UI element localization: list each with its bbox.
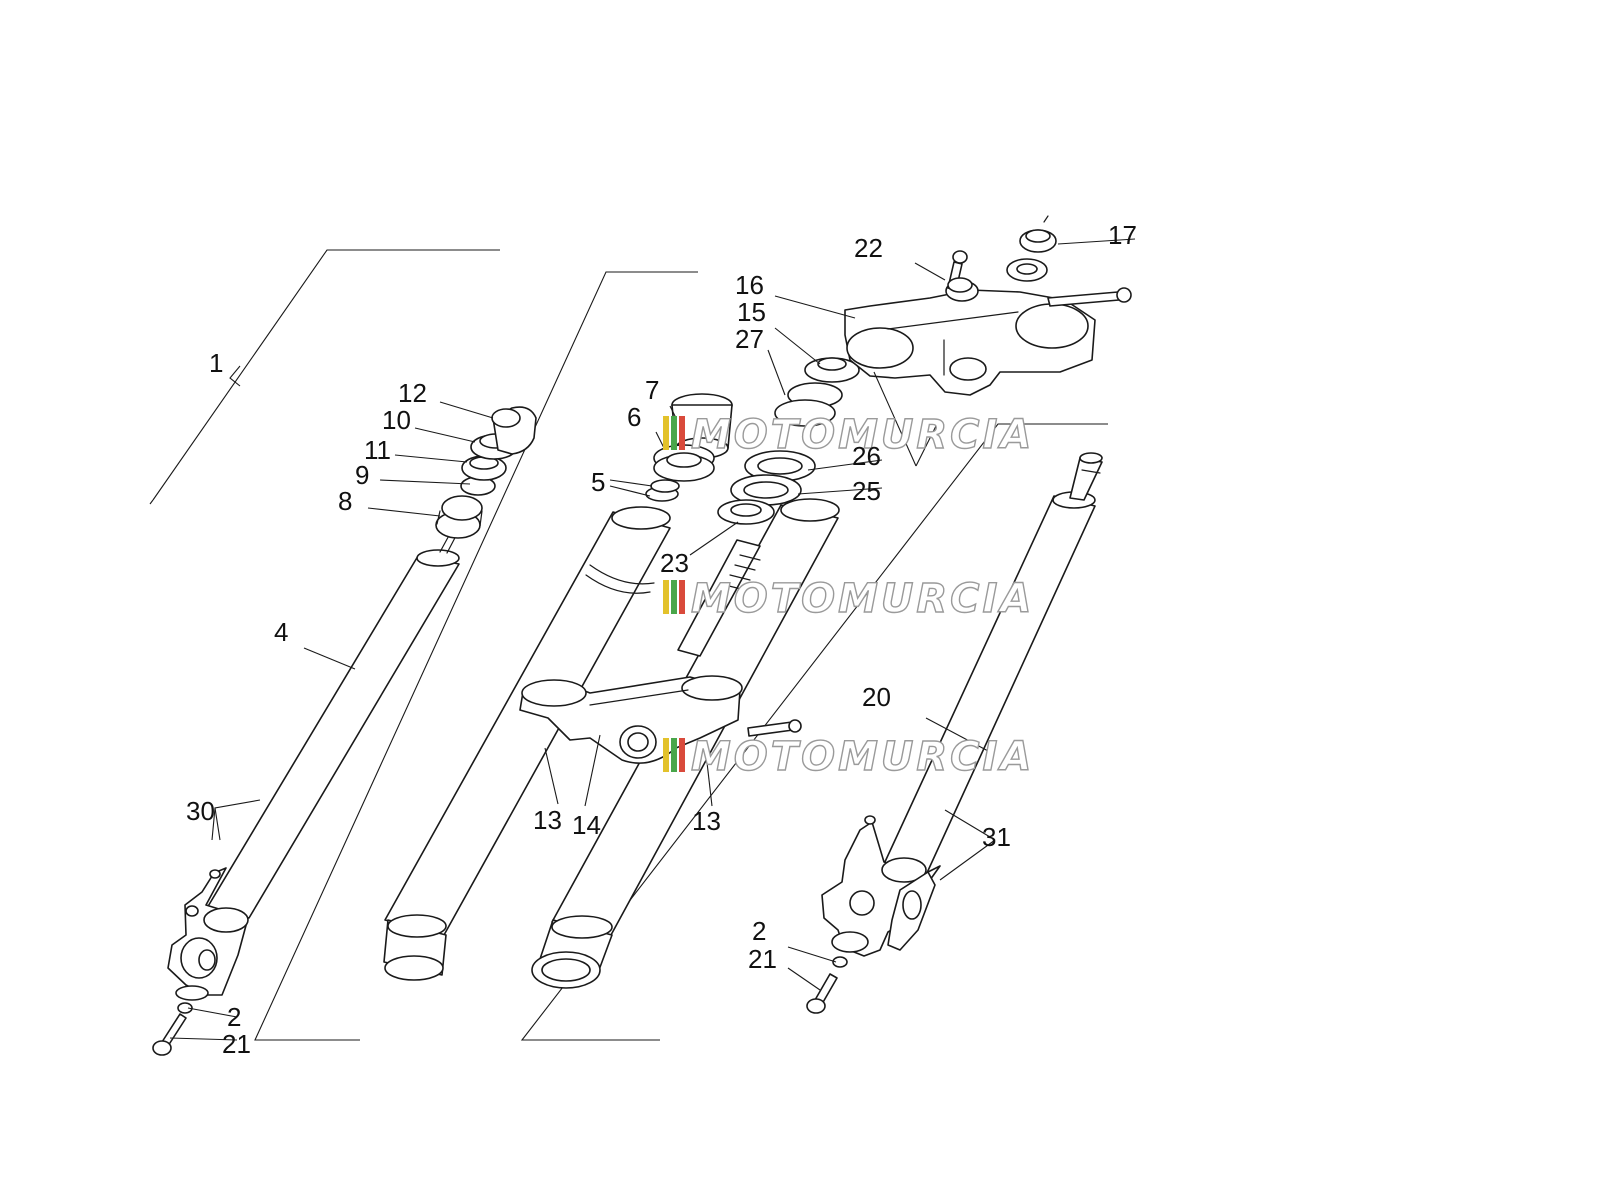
callout-1: 1 xyxy=(209,348,223,378)
watermark-text: MOTOMURCIA xyxy=(691,576,1034,622)
callout-16: 16 xyxy=(735,270,764,300)
watermark-stripe-1 xyxy=(663,738,669,772)
callout-23: 23 xyxy=(660,548,689,578)
callout-14: 14 xyxy=(572,810,601,840)
fork-tube-left xyxy=(206,529,460,919)
callout-11: 11 xyxy=(364,435,391,465)
fork-tube-right xyxy=(883,452,1103,876)
clamp-bolt-top xyxy=(1047,287,1132,307)
callout-21-right: 21 xyxy=(748,944,777,974)
fork-slider-right xyxy=(821,815,941,957)
fork-leg-center-left xyxy=(383,506,671,981)
watermark-stripe-1 xyxy=(663,416,669,450)
watermark-stripe-2 xyxy=(671,416,677,450)
bolt-lower-clamp xyxy=(747,719,802,737)
watermark-3: MOTOMURCIA xyxy=(663,733,1034,781)
callout-7: 7 xyxy=(645,375,659,405)
watermark-stripe-2 xyxy=(671,738,677,772)
callout-6: 6 xyxy=(627,402,641,432)
callout-8: 8 xyxy=(338,486,352,516)
callout-2-left: 2 xyxy=(227,1002,241,1032)
callout-20: 20 xyxy=(862,682,891,712)
watermark-stripe-1 xyxy=(663,580,669,614)
watermark-stripe-3 xyxy=(679,738,685,772)
callout-10: 10 xyxy=(382,405,411,435)
callout-labels: 1 12 10 11 9 8 4 30 2 21 7 6 5 23 13 14 … xyxy=(186,220,1137,1059)
nut-washer-17 xyxy=(1006,215,1057,282)
bolt-washer-right xyxy=(806,956,848,1014)
callout-27: 27 xyxy=(735,324,764,354)
fork-slider-left xyxy=(167,867,249,1001)
watermark-text: MOTOMURCIA xyxy=(691,734,1034,780)
callout-12: 12 xyxy=(398,378,427,408)
bolt-washer-left xyxy=(152,1002,193,1056)
group-outline-left xyxy=(149,249,500,505)
callout-5: 5 xyxy=(591,467,605,497)
watermark-stripe-2 xyxy=(671,580,677,614)
leader-lines xyxy=(169,238,1136,1041)
callout-4: 4 xyxy=(274,617,288,647)
fork-cap-stack-left xyxy=(435,406,537,539)
callout-13-left: 13 xyxy=(533,805,562,835)
callout-25: 25 xyxy=(852,476,881,506)
steering-stem-center xyxy=(677,539,761,657)
callout-22: 22 xyxy=(854,233,883,263)
group-outline-center xyxy=(254,271,698,1041)
callout-17: 17 xyxy=(1108,220,1137,250)
callout-13-right: 13 xyxy=(692,806,721,836)
callout-21-left: 21 xyxy=(222,1029,251,1059)
watermark-text: MOTOMURCIA xyxy=(691,412,1034,458)
callout-26: 26 xyxy=(852,441,881,471)
watermark-1: MOTOMURCIA xyxy=(663,411,1034,459)
callout-2-right: 2 xyxy=(752,916,766,946)
watermark-stripe-3 xyxy=(679,580,685,614)
watermark-stripe-3 xyxy=(679,416,685,450)
callout-9: 9 xyxy=(355,460,369,490)
callout-15: 15 xyxy=(737,297,766,327)
watermark-2: MOTOMURCIA xyxy=(663,575,1034,623)
callout-30: 30 xyxy=(186,796,215,826)
callout-31: 31 xyxy=(982,822,1011,852)
pinch-bolt-22 xyxy=(947,250,973,293)
